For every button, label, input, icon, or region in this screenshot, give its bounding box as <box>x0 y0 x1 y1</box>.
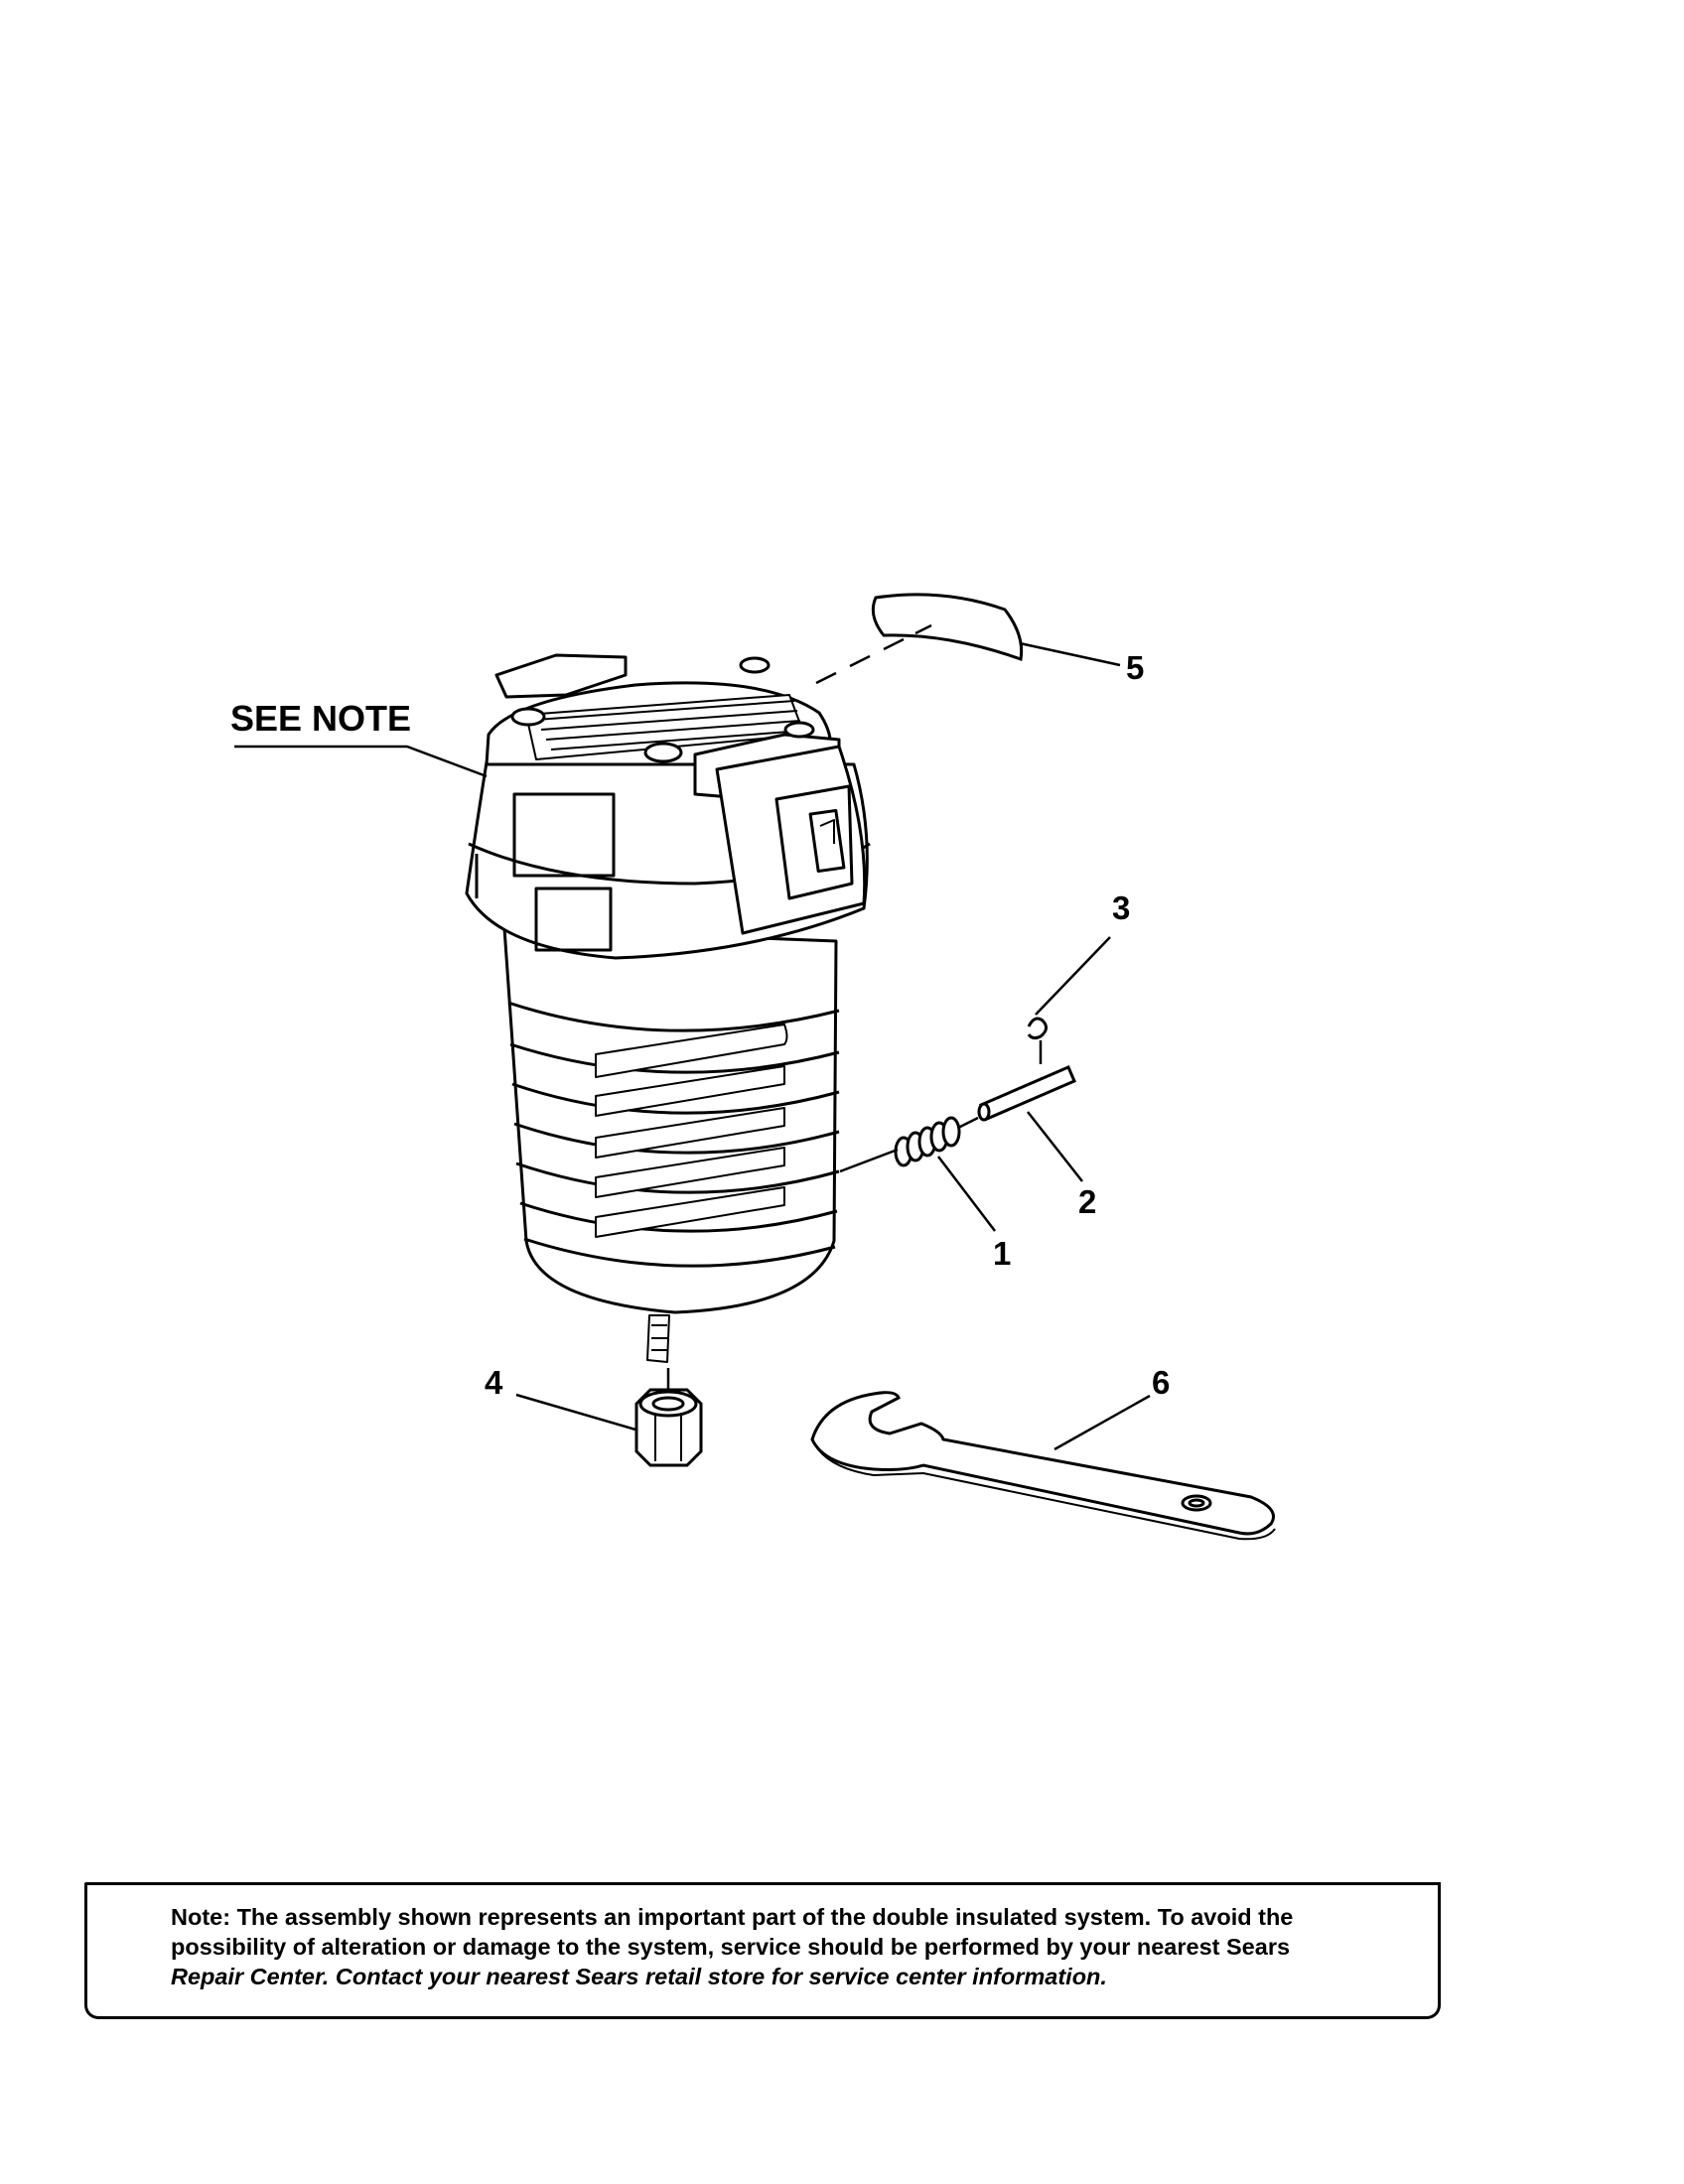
note-line-2: possibility of alteration or damage to t… <box>171 1934 1291 1960</box>
spring <box>894 1116 961 1167</box>
collet-nut <box>634 1388 703 1467</box>
leader-4 <box>515 1393 636 1432</box>
note-line-1: Note: The assembly shown represents an i… <box>171 1904 1294 1930</box>
leader-spring-to-pin <box>957 1116 979 1130</box>
note-line-3: Repair Center. Contact your nearest Sear… <box>171 1964 1107 1989</box>
leader-6 <box>1053 1394 1151 1451</box>
label-plate <box>871 593 1024 662</box>
leader-1-body <box>839 1148 899 1173</box>
leader-lines <box>234 623 1151 1451</box>
pin <box>977 1065 1076 1122</box>
note-box <box>84 1882 1441 2019</box>
part-number-5: 5 <box>1126 649 1144 686</box>
leader-1 <box>937 1156 996 1232</box>
leader-3 <box>1035 936 1111 1016</box>
wrench <box>810 1391 1276 1541</box>
part-number-1: 1 <box>993 1235 1011 1272</box>
leader-see-note <box>234 745 488 778</box>
leader-5 <box>1019 641 1121 667</box>
see-note-label: SEE NOTE <box>230 698 411 739</box>
part-number-3: 3 <box>1112 889 1130 926</box>
part-number-4: 4 <box>485 1364 503 1401</box>
leader-2 <box>1027 1111 1083 1182</box>
retaining-ring <box>1027 1017 1048 1040</box>
note-text: Note: The assembly shown represents an i… <box>171 1902 1402 1991</box>
part-number-2: 2 <box>1078 1183 1096 1220</box>
router-motor-housing <box>465 653 871 1363</box>
part-number-6: 6 <box>1152 1364 1170 1401</box>
leader-5-dashed <box>815 623 932 685</box>
